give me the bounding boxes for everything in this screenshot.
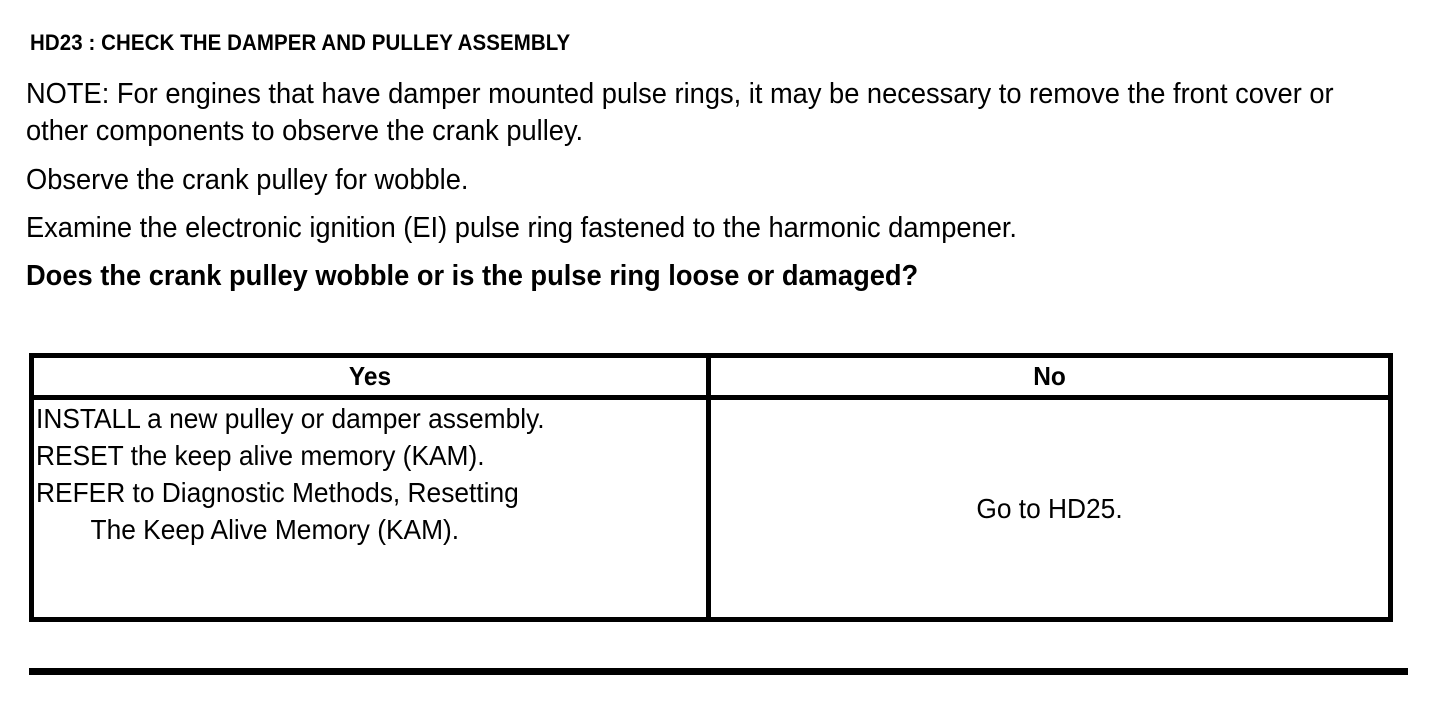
examine-paragraph: Examine the electronic ignition (EI) pul…	[26, 212, 1018, 244]
decision-cell-no: Go to HD25.	[711, 400, 1388, 622]
decision-table-body-row: INSTALL a new pulley or damper assembly.…	[34, 400, 1388, 622]
observe-paragraph: Observe the crank pulley for wobble.	[26, 164, 469, 196]
section-divider-rule	[29, 668, 1408, 675]
decision-table-header-no: No	[711, 358, 1388, 395]
decision-cell-yes: INSTALL a new pulley or damper assembly.…	[34, 400, 711, 622]
yes-action-line: INSTALL a new pulley or damper assembly.	[36, 403, 545, 434]
header-label-yes: Yes	[348, 361, 392, 391]
yes-action-line: REFER to Diagnostic Methods, Resetting	[36, 477, 519, 508]
yes-action-line: RESET the keep alive memory (KAM).	[36, 440, 485, 471]
decision-table-header-row: Yes No	[34, 358, 1388, 400]
step-title: HD23 : CHECK THE DAMPER AND PULLEY ASSEM…	[30, 30, 571, 55]
decision-question: Does the crank pulley wobble or is the p…	[26, 260, 919, 292]
decision-table-header-yes: Yes	[34, 358, 711, 395]
note-paragraph: NOTE: For engines that have damper mount…	[26, 78, 1334, 147]
yes-action-list: INSTALL a new pulley or damper assembly.…	[36, 400, 545, 548]
no-action-text: Go to HD25.	[976, 493, 1123, 524]
yes-action-line: The Keep Alive Memory (KAM).	[90, 514, 460, 545]
header-label-no: No	[1033, 361, 1066, 391]
decision-table: Yes No INSTALL a new pulley or damper as…	[29, 353, 1393, 622]
